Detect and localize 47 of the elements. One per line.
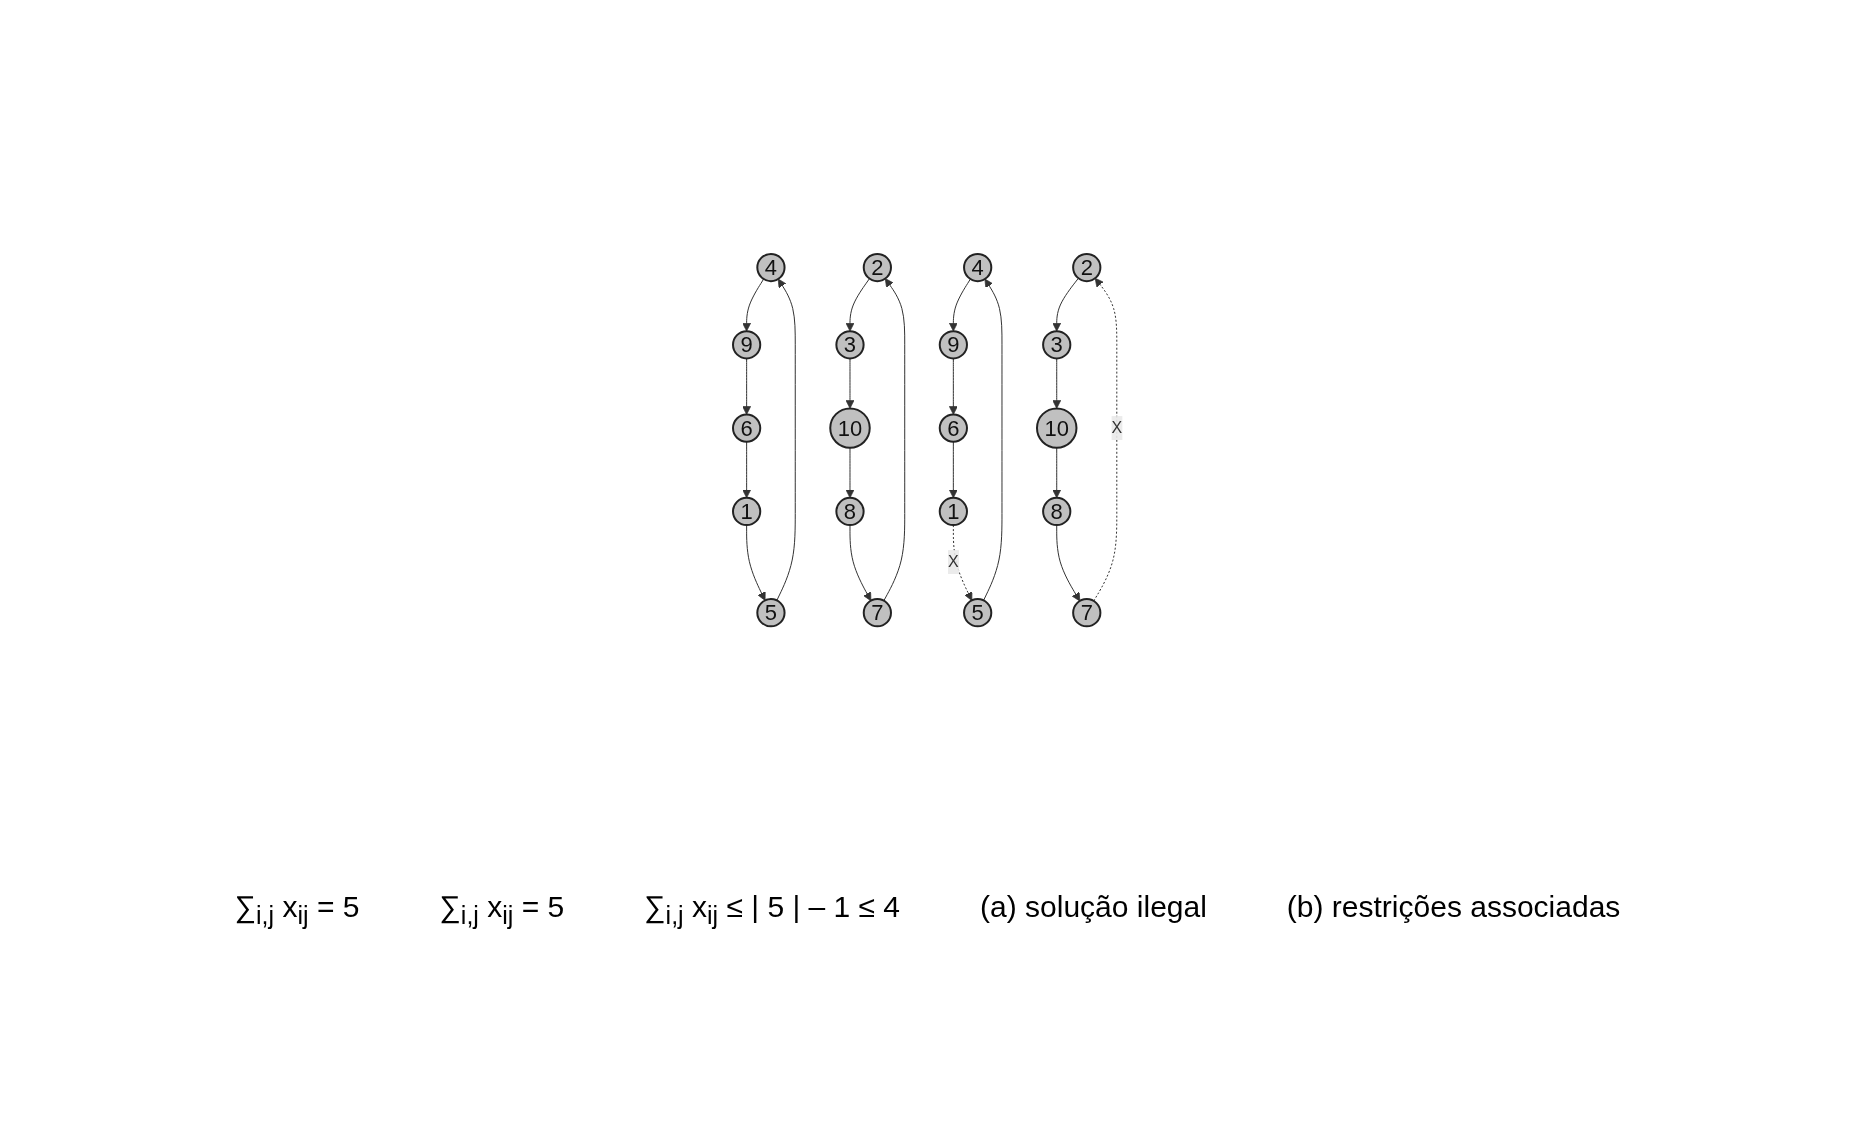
arrow [948,357,958,415]
node-circle: 8 [1042,496,1072,526]
node-circle: 5 [962,598,993,628]
node-circle: 10 [829,407,871,449]
arrow [948,441,958,499]
arrow [742,278,765,332]
arrow [948,278,971,332]
node-circle: 6 [938,413,968,443]
formula: ∑$_{i,j}$ x$_{ij}$ = 5 [234,890,360,930]
arrow [849,524,872,601]
arrow [1052,277,1079,332]
node-circle: 1 [731,496,762,526]
arrow [845,447,855,499]
caption: (a) solução ilegal [980,890,1207,925]
node-circle: 7 [1072,598,1102,628]
formula: ∑$_{i,j}$ x$_{ij}$ = 5 [439,890,565,930]
node-circle: 10 [1035,407,1078,449]
node-circle: 1 [938,496,968,526]
node-circle: 5 [756,598,786,628]
node-circle: 3 [1042,330,1072,360]
node-circle: 3 [835,330,865,360]
arrow [742,441,751,499]
arrow [1093,277,1118,602]
node-circle: 9 [731,330,762,360]
arrow [952,524,973,601]
arrow [1052,357,1062,409]
node-circle: 2 [1072,252,1102,282]
edge-label: X [947,552,959,570]
caption: (b) restrições associadas [1286,890,1621,925]
arrow [1056,524,1081,602]
node-circle: 6 [731,413,762,443]
node-circle: 8 [835,496,865,526]
node-circle: 2 [862,252,892,282]
formula: ∑$_{i,j}$ x$_{ij}$ ≤ | 5 | – 1 ≤ 4 [644,890,901,930]
arrow [1052,447,1062,499]
arrow [845,278,870,332]
arrow [746,524,766,601]
arrow [883,278,906,602]
edge-label: X [1111,418,1123,436]
node-circle: 7 [862,598,892,628]
arrow [742,357,751,415]
node-circle: 4 [962,252,993,282]
node-circle: 4 [756,252,786,282]
arrow [845,357,855,409]
arrow [983,278,1003,601]
node-circle: 9 [938,330,968,360]
arrow [776,278,796,601]
